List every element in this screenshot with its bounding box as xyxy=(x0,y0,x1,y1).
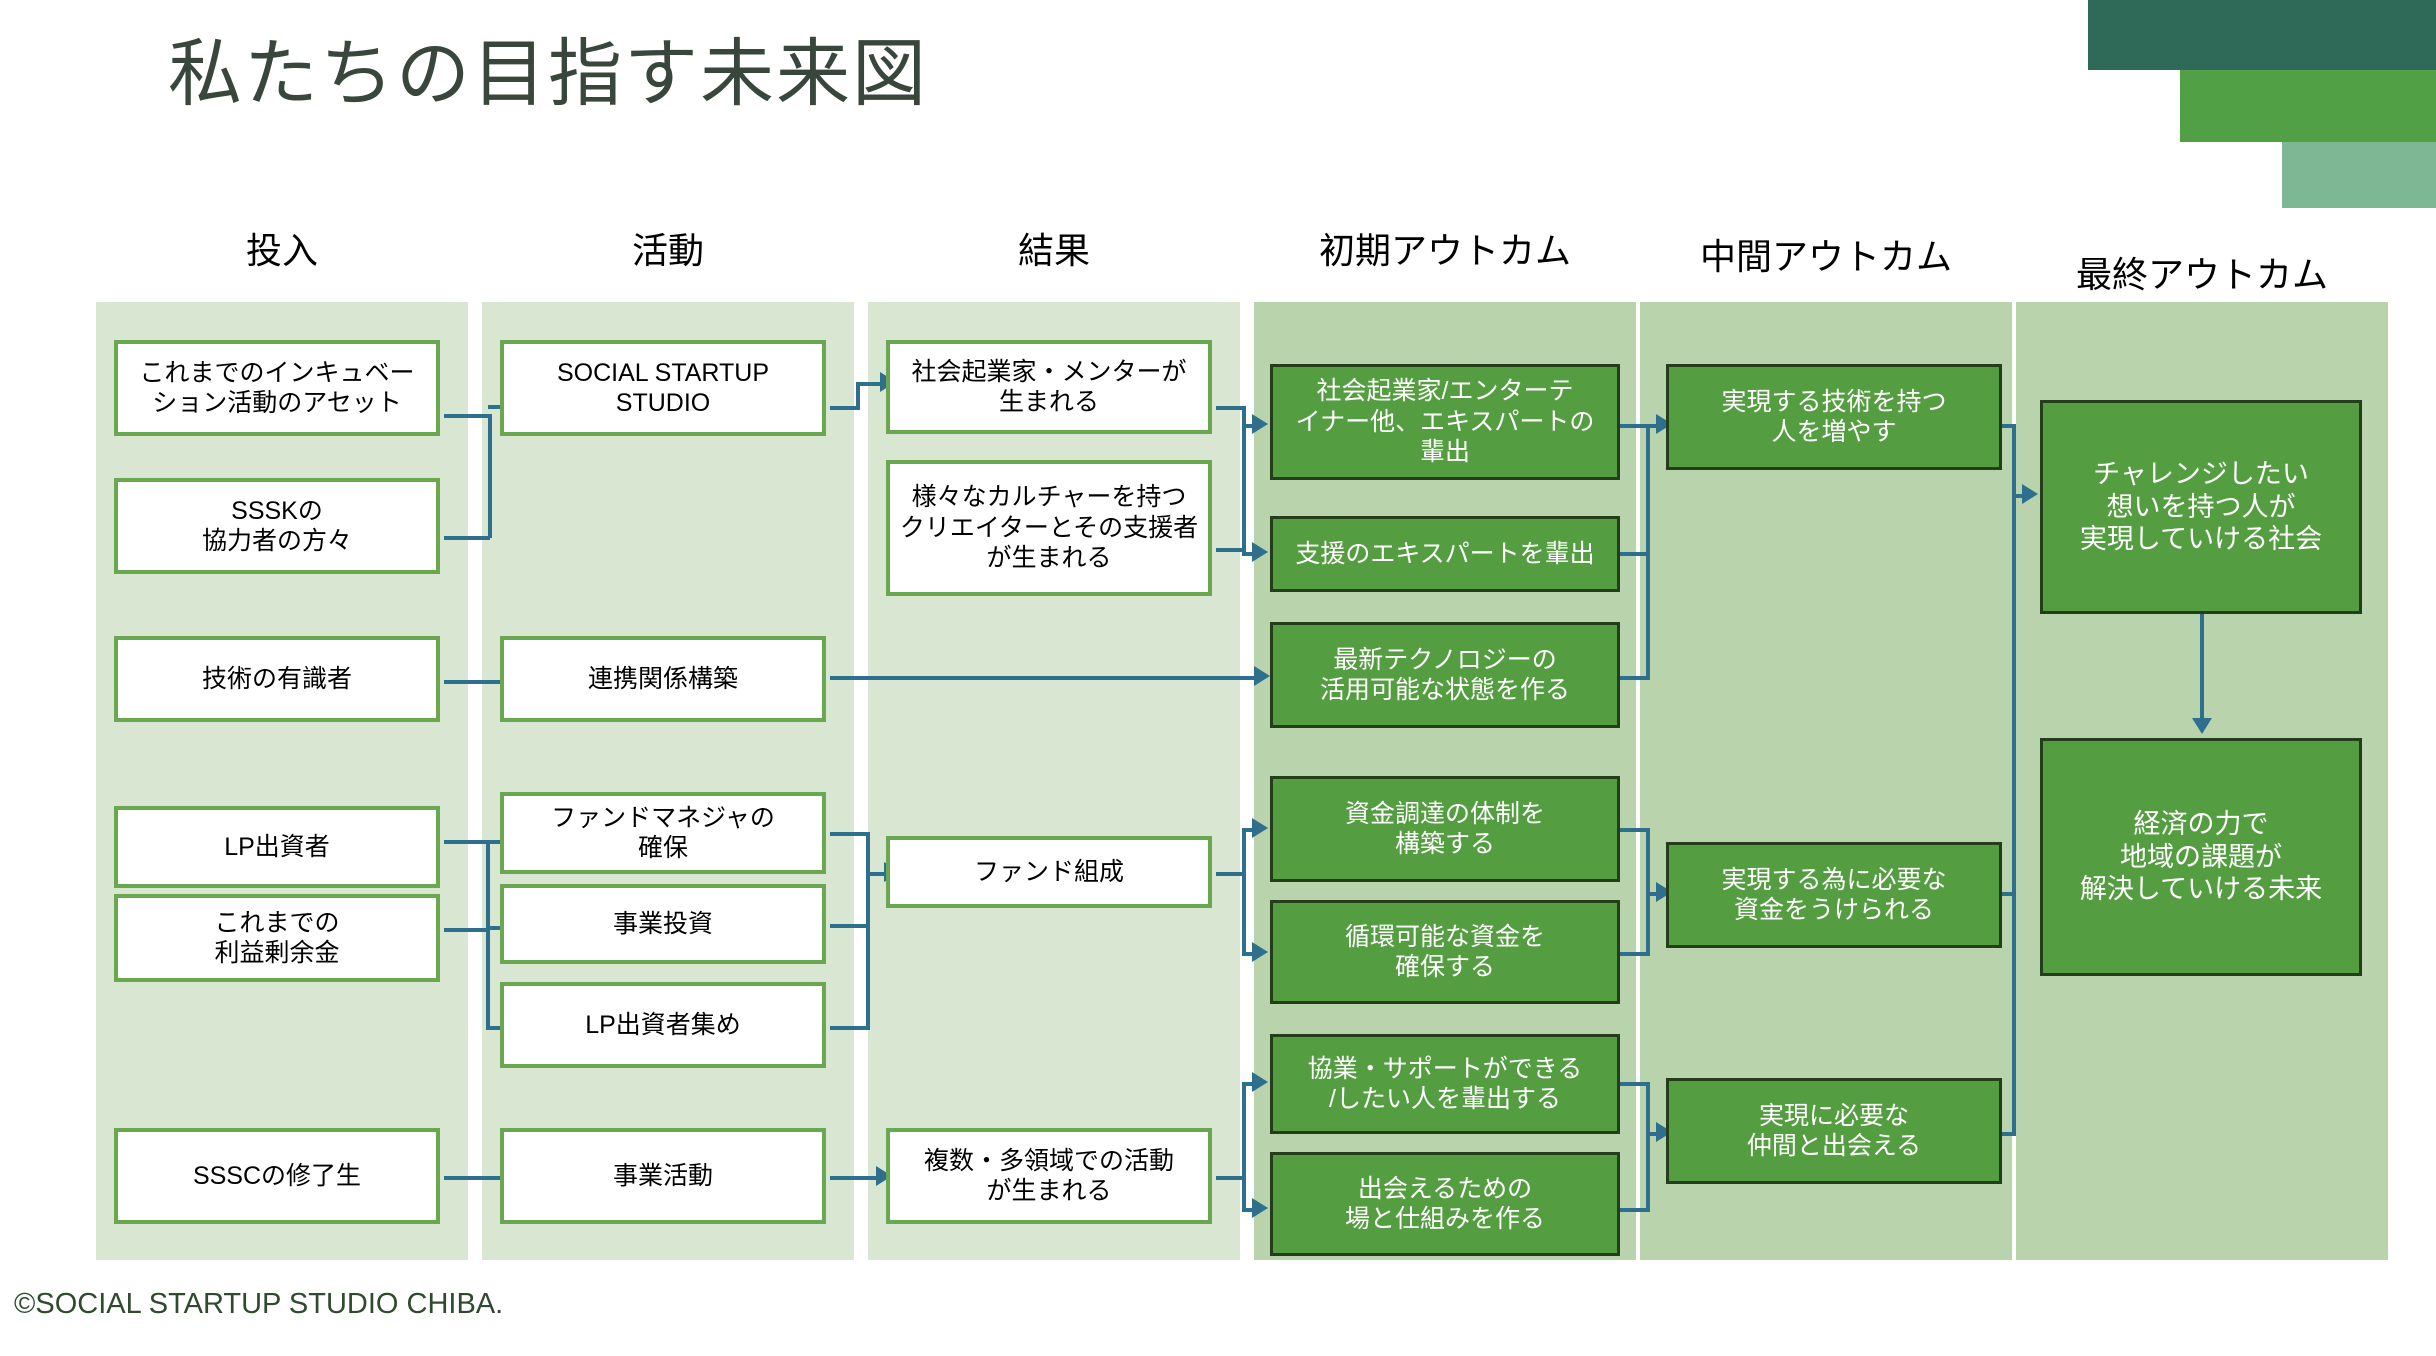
connector-to-e7 xyxy=(1242,1208,1260,1212)
node-early-outcome-3[interactable]: 最新テクノロジーの 活用可能な状態を作る xyxy=(1270,622,1620,728)
node-early-outcome-4[interactable]: 資金調達の体制を 構築する xyxy=(1270,776,1620,882)
connector-ou4-trunk xyxy=(1216,1176,1246,1180)
connector-ac1-a xyxy=(830,406,860,410)
arrow-to-e6 xyxy=(1252,1072,1268,1092)
node-input-3[interactable]: 技術の有識者 xyxy=(114,636,440,722)
connector-e2-trunk xyxy=(1610,552,1650,556)
column-panel-activity xyxy=(482,302,854,1260)
node-output-3[interactable]: ファンド組成 xyxy=(886,836,1212,908)
node-early-outcome-5[interactable]: 循環可能な資金を 確保する xyxy=(1270,900,1620,1004)
connector-ou1-trunk xyxy=(1216,406,1246,410)
column-header-final-outcome: 最終アウトカム xyxy=(2075,254,2328,295)
arrow-to-e7 xyxy=(1252,1198,1268,1218)
connector-e6-trunk xyxy=(1610,1082,1650,1086)
column-panel-input xyxy=(96,302,468,1260)
copyright-footer: ©SOCIAL STARTUP STUDIO CHIBA. xyxy=(14,1288,504,1320)
connector-to-e2 xyxy=(1242,552,1260,556)
connector-to-m3 xyxy=(1646,1132,1664,1136)
column-header-early-outcome: 初期アウトカム xyxy=(1318,230,1571,271)
connector-to-m2 xyxy=(1646,892,1664,896)
connector-e1-trunk xyxy=(1610,424,1650,428)
connector-ac3-trunk xyxy=(830,832,870,836)
connector-ou2-trunk xyxy=(1216,548,1246,552)
connector-to-ac5 xyxy=(486,1026,506,1030)
column-header-activity: 活動 xyxy=(631,230,704,271)
arrow-to-e5 xyxy=(1252,942,1268,962)
connector-input-merge-2 xyxy=(486,840,490,1030)
arrow-to-e4 xyxy=(1252,818,1268,838)
connector-in1-trunk xyxy=(444,414,490,418)
decoration-bar-dark xyxy=(2088,0,2436,70)
connector-in6-to-ac6 xyxy=(444,1176,506,1180)
arrow-to-f1 xyxy=(2022,484,2038,504)
node-output-2[interactable]: 様々なカルチャーを持つ クリエイターとその支援者 が生まれる xyxy=(886,460,1212,596)
node-input-2[interactable]: SSSKの 協力者の方々 xyxy=(114,478,440,574)
connector-to-ou3 xyxy=(866,872,890,876)
connector-in2-trunk xyxy=(444,536,490,540)
node-final-outcome-1[interactable]: チャレンジしたい 想いを持つ人が 実現していける社会 xyxy=(2040,400,2362,614)
connector-ou3-trunk xyxy=(1216,872,1246,876)
node-early-outcome-6[interactable]: 協業・サポートができる /したい人を輩出する xyxy=(1270,1034,1620,1134)
connector-ac1-c xyxy=(856,382,886,386)
column-header-mid-outcome: 中間アウトカム xyxy=(1699,236,1952,277)
connector-output-merge-1 xyxy=(1242,406,1246,550)
column-header-input: 投入 xyxy=(245,230,318,271)
node-activity-2[interactable]: 連携関係構築 xyxy=(500,636,826,722)
node-activity-3[interactable]: ファンドマネジャの 確保 xyxy=(500,792,826,874)
arrow-to-f2 xyxy=(2192,718,2212,734)
node-mid-outcome-1[interactable]: 実現する技術を持つ 人を増やす xyxy=(1666,364,2002,470)
connector-e5-trunk xyxy=(1610,952,1650,956)
connector-activity-merge xyxy=(866,832,870,1028)
connector-in3-to-ac2 xyxy=(444,680,506,684)
node-input-6[interactable]: SSSCの修了生 xyxy=(114,1128,440,1224)
connector-ac6-to-ou4 xyxy=(830,1176,882,1180)
node-output-4[interactable]: 複数・多領域での活動 が生まれる xyxy=(886,1128,1212,1224)
connector-to-e5 xyxy=(1242,952,1260,956)
node-mid-outcome-3[interactable]: 実現に必要な 仲間と出会える xyxy=(1666,1078,2002,1184)
connector-output-merge-3 xyxy=(1242,1082,1246,1212)
connector-to-m1 xyxy=(1646,424,1664,428)
node-early-outcome-2[interactable]: 支援のエキスパートを輩出 xyxy=(1270,516,1620,592)
connector-to-ac4 xyxy=(486,926,506,930)
connector-to-f1 xyxy=(2012,494,2030,498)
node-final-outcome-2[interactable]: 経済の力で 地域の課題が 解決していける未来 xyxy=(2040,738,2362,976)
connector-e3-trunk xyxy=(1610,676,1650,680)
connector-ac4-trunk xyxy=(830,924,870,928)
connector-to-e6 xyxy=(1242,1082,1260,1086)
connector-output-merge-2 xyxy=(1242,828,1246,956)
node-early-outcome-1[interactable]: 社会起業家/エンターテ イナー他、エキスパートの 輩出 xyxy=(1270,364,1620,480)
node-input-5[interactable]: これまでの 利益剰余金 xyxy=(114,894,440,982)
connector-ac1-b xyxy=(856,382,860,410)
node-activity-4[interactable]: 事業投資 xyxy=(500,884,826,964)
connector-early-merge-3 xyxy=(1646,1082,1650,1212)
connector-mid-merge xyxy=(2012,424,2016,1136)
connector-to-e1 xyxy=(1242,424,1260,428)
node-activity-5[interactable]: LP出資者集め xyxy=(500,982,826,1068)
node-input-4[interactable]: LP出資者 xyxy=(114,806,440,888)
node-activity-6[interactable]: 事業活動 xyxy=(500,1128,826,1224)
connector-in4-to-ac3 xyxy=(444,840,506,844)
connector-in5-trunk xyxy=(444,928,488,932)
decoration-bar-light xyxy=(2282,142,2436,208)
arrow-to-e3 xyxy=(1254,666,1270,686)
arrow-to-e2 xyxy=(1252,542,1268,562)
connector-to-e4 xyxy=(1242,828,1260,832)
node-mid-outcome-2[interactable]: 実現する為に必要な 資金をうけられる xyxy=(1666,842,2002,948)
decoration-bar-mid xyxy=(2180,70,2436,142)
node-early-outcome-7[interactable]: 出会えるための 場と仕組みを作る xyxy=(1270,1152,1620,1256)
connector-e4-trunk xyxy=(1610,828,1650,832)
connector-ac2-to-e3 xyxy=(830,676,1260,680)
node-output-1[interactable]: 社会起業家・メンターが 生まれる xyxy=(886,340,1212,434)
node-activity-1[interactable]: SOCIAL STARTUP STUDIO xyxy=(500,340,826,436)
page-title: 私たちの目指す未来図 xyxy=(168,32,928,115)
arrow-to-e1 xyxy=(1252,414,1268,434)
column-header-output: 結果 xyxy=(1017,230,1090,271)
connector-e7-trunk xyxy=(1610,1208,1650,1212)
connector-input-merge-1 xyxy=(488,414,492,538)
node-input-1[interactable]: これまでのインキュベー ション活動のアセット xyxy=(114,340,440,436)
column-panel-output xyxy=(868,302,1240,1260)
connector-early-merge-1 xyxy=(1646,424,1650,680)
connector-f1-to-f2 xyxy=(2200,614,2204,724)
connector-ac5-trunk xyxy=(830,1026,870,1030)
